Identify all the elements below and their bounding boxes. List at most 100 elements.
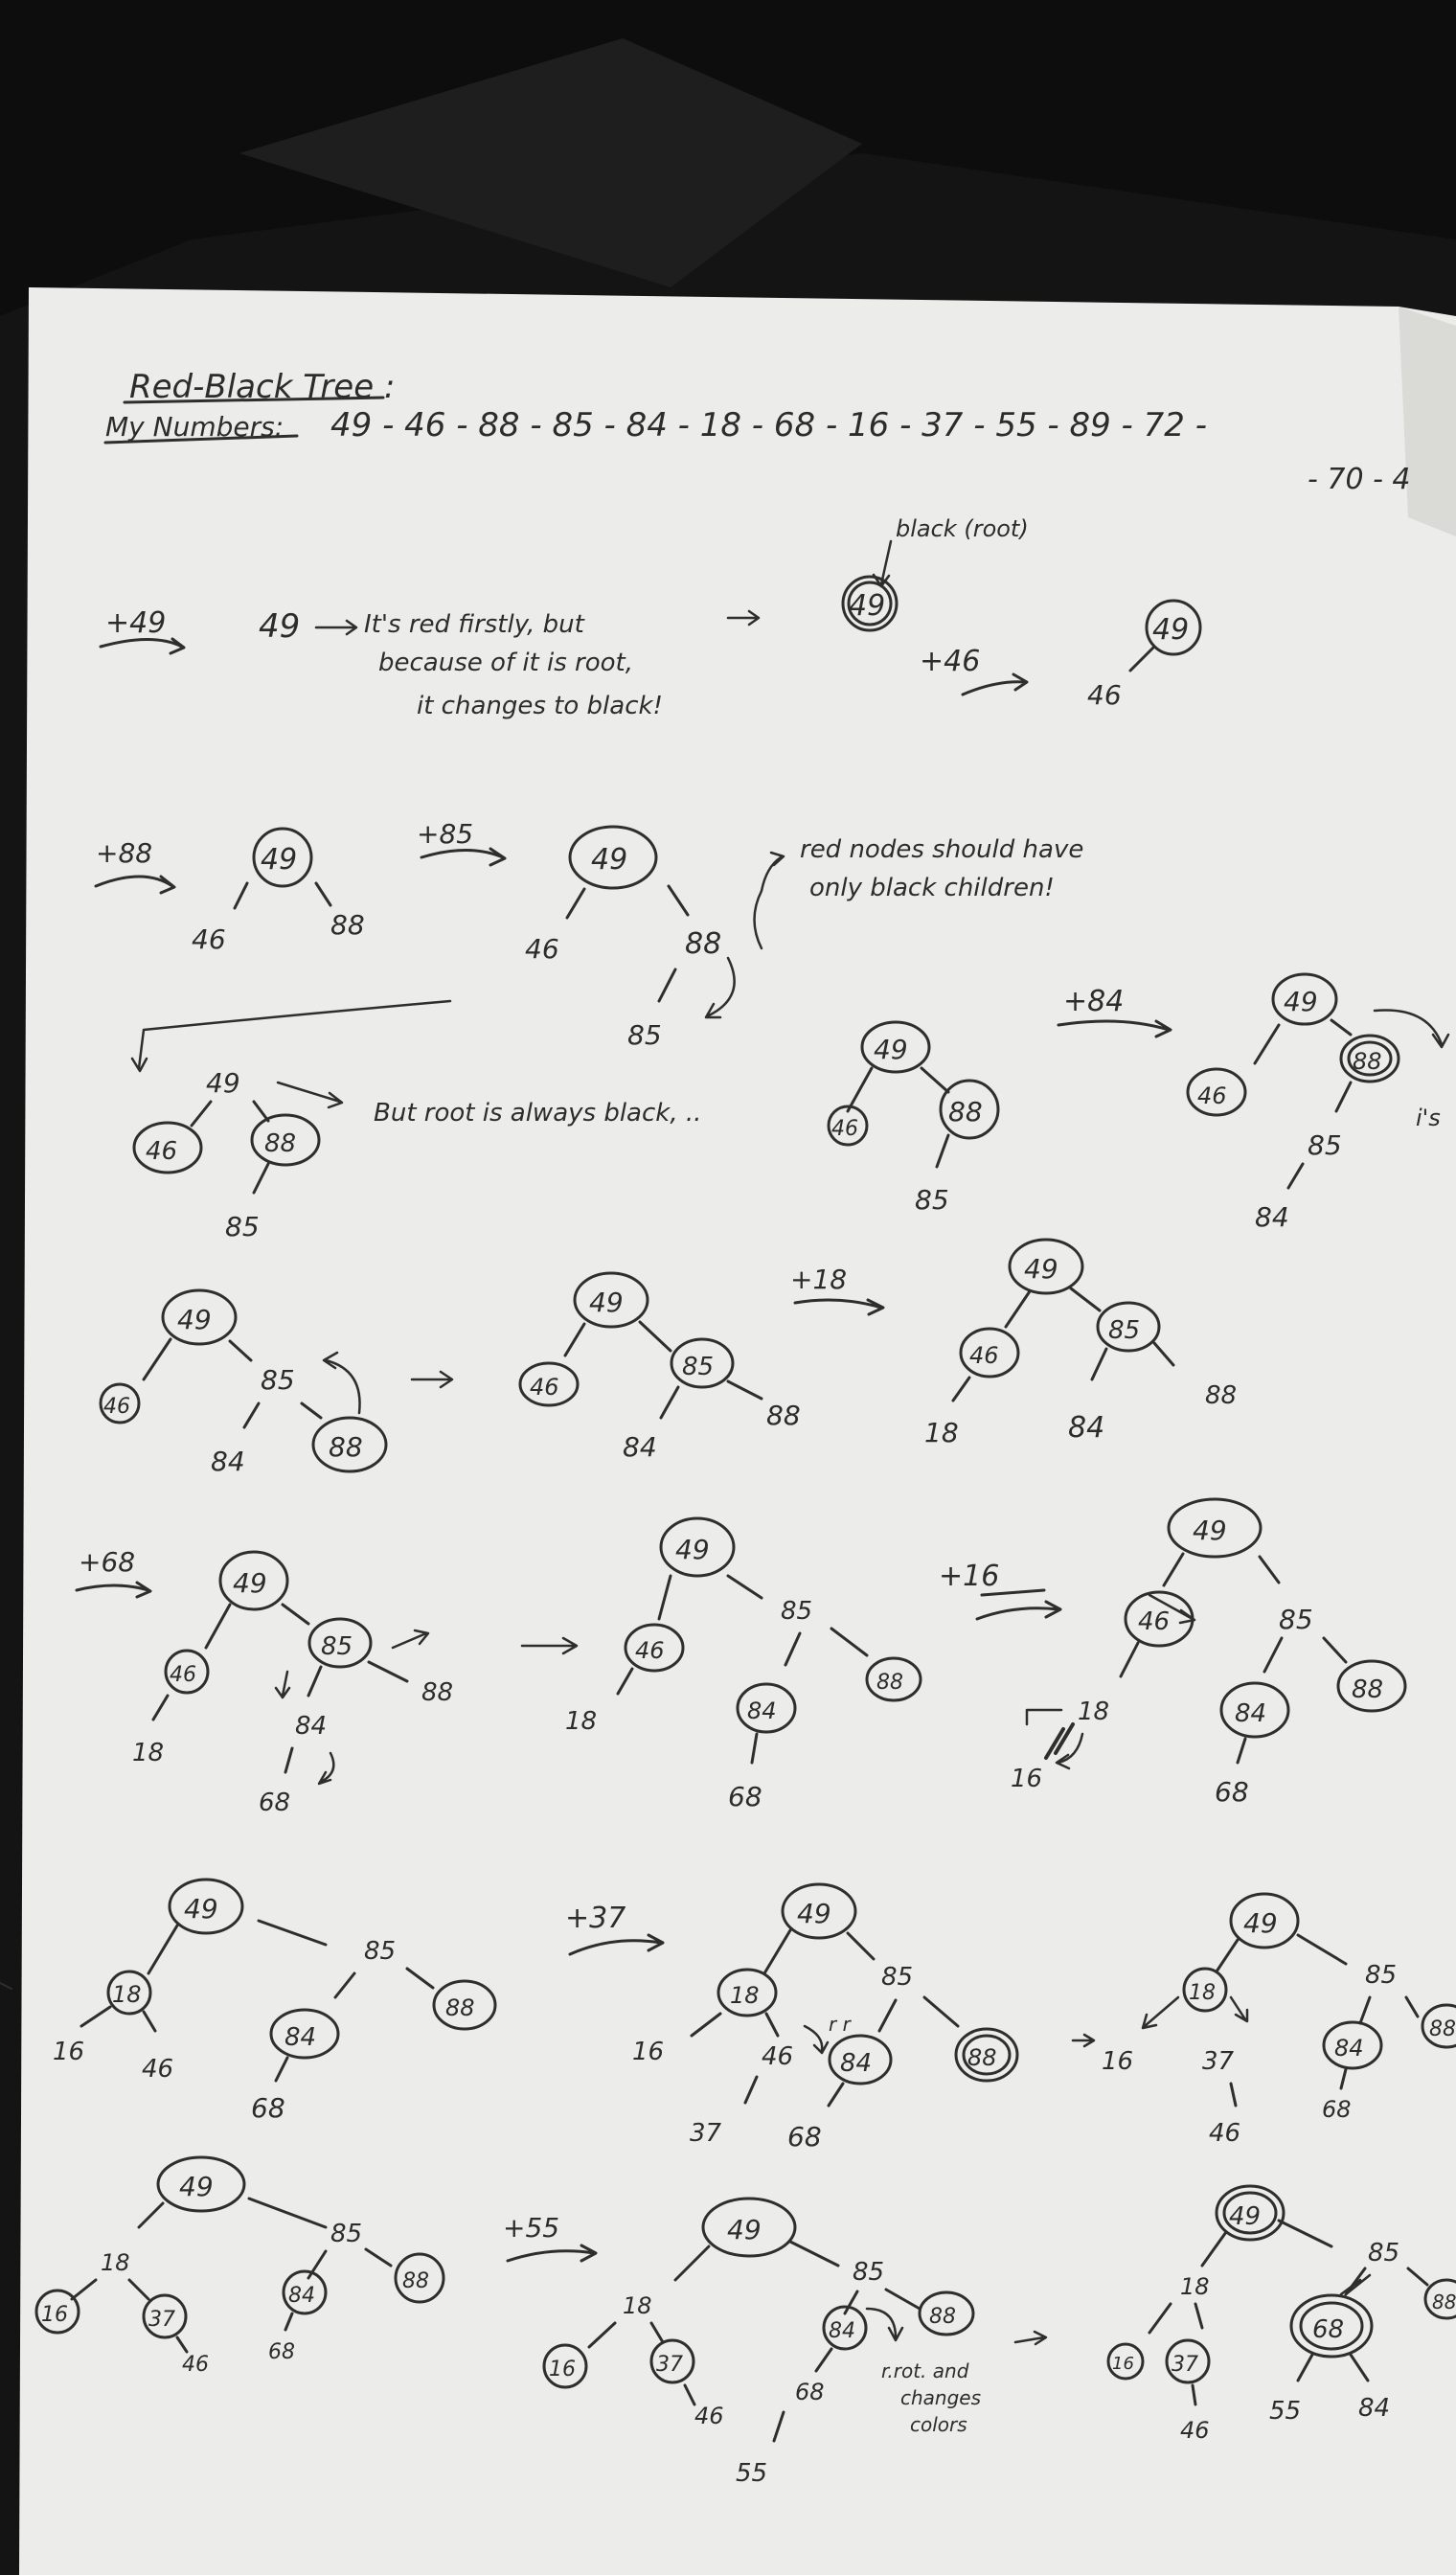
node-label: 88: [1205, 1381, 1237, 1410]
black-node: [962, 2034, 1012, 2076]
arrow: [1148, 1593, 1196, 1625]
black-node: [1421, 2003, 1456, 2049]
node-label: 55: [736, 2459, 767, 2488]
node-label: 46: [694, 2403, 724, 2429]
node-label: 46: [170, 1663, 196, 1687]
tree-edge: [750, 1732, 759, 1765]
node-label: 46: [1209, 2119, 1240, 2148]
tree-edge: [1148, 2267, 1429, 2335]
node-label: 88: [967, 2044, 997, 2071]
node-label: 46: [103, 1395, 130, 1419]
node-label: 88: [1353, 1048, 1382, 1075]
black-node: [659, 1516, 736, 1578]
node-label: 68: [728, 1781, 762, 1812]
step-underline: [980, 1588, 1046, 1597]
node-label: 16: [53, 2038, 84, 2066]
node-label: 49: [874, 1034, 908, 1065]
note-text: But root is always black, ..: [374, 1099, 701, 1128]
black-node: [828, 2034, 893, 2085]
step-tree-after-37: 49 18 85 16 37 84 88 46 68: [34, 2155, 445, 2377]
node-label: 46: [142, 2055, 173, 2084]
black-node: [865, 1656, 922, 1702]
tree-edge: [80, 1967, 435, 2033]
black-node: [106, 1970, 152, 2016]
node-label: 16: [549, 2358, 576, 2381]
arrow: [410, 1370, 454, 1389]
step-arrow: [75, 1581, 152, 1599]
black-node: [822, 2305, 868, 2351]
node-label: 84: [747, 1698, 777, 1724]
black-node: [1423, 2278, 1456, 2320]
tree-edge: [762, 1928, 876, 1975]
tree-edge: [70, 2247, 393, 2301]
step-tree-after-68: 49 46 85 18 84 88 68: [565, 1516, 922, 1812]
node-label: 46: [182, 2353, 209, 2377]
node-label: 68: [259, 1789, 290, 1817]
black-node: [1271, 972, 1338, 1026]
step-add-49: +49 49 It's red firstly, but because of …: [99, 515, 1029, 720]
node-label: 18: [924, 1417, 959, 1448]
tree-edge: [565, 884, 690, 920]
black-node: [142, 2293, 188, 2339]
node-label: 85: [364, 1937, 396, 1966]
arrow: [753, 851, 785, 950]
black-node: [649, 2338, 695, 2384]
node-label: 18: [565, 1707, 597, 1736]
step-add-46: +46 49 46: [920, 599, 1202, 711]
node-label: 49: [1243, 1907, 1278, 1939]
note-text: r r: [829, 2013, 853, 2036]
node-label: 16: [1102, 2047, 1133, 2076]
black-node: [701, 2197, 797, 2258]
black-node: [132, 1121, 203, 1174]
tree-edge: [1229, 1995, 1420, 2108]
node-label: 18: [623, 2292, 652, 2319]
black-node: [781, 1882, 857, 1940]
step-arrow: [94, 875, 176, 895]
node-label: 16: [1011, 1765, 1042, 1793]
node-label: 88: [329, 1431, 363, 1463]
tree-edge: [1119, 1636, 1348, 1678]
black-node: [432, 1979, 497, 2031]
step-label: +18: [790, 1264, 847, 1295]
node-label: 68: [1215, 1776, 1249, 1808]
tree-edge: [659, 1379, 763, 1420]
node-label: 84: [1235, 1699, 1266, 1728]
arrow: [0, 1982, 12, 1990]
step-add-84: +84 49 46 88 i's 85 84: [1057, 972, 1450, 1233]
note-text: red nodes should have: [800, 835, 1083, 864]
tree-edge: [846, 1066, 950, 1113]
arrow: [726, 609, 761, 627]
node-label: 85: [1365, 1961, 1397, 1990]
arrow: [1339, 2273, 1372, 2296]
arrow: [1141, 1995, 1180, 2030]
node-label: 46: [1180, 2417, 1210, 2444]
step-add-88: +88 49 46 88: [94, 827, 365, 955]
node-label: 85: [321, 1632, 353, 1661]
node-label: 49: [1284, 986, 1318, 1017]
tree-edge: [242, 1401, 323, 1429]
step-label: +55: [503, 2212, 559, 2244]
node-label: 85: [627, 1019, 662, 1051]
step-arrow: [793, 1298, 885, 1316]
step-arrow: [975, 1600, 1062, 1621]
black-node: [1219, 1681, 1290, 1739]
node-label: 16: [1112, 2354, 1134, 2374]
black-node: [954, 2027, 1019, 2083]
black-node: [1106, 2342, 1145, 2381]
node-label: 18: [1189, 1981, 1216, 2005]
tree-edge: [587, 2288, 921, 2349]
black-node: [307, 1617, 373, 1669]
node-label: 85: [915, 1184, 949, 1216]
step-arrow: [568, 1933, 665, 1956]
black-node: [1182, 1967, 1228, 2013]
black-node: [1145, 599, 1202, 656]
laptop-edge: [239, 38, 862, 287]
black-node: [1167, 1497, 1263, 1559]
tree-edge: [1339, 2067, 1348, 2090]
tree-edge: [233, 881, 332, 910]
node-label: 49: [675, 1534, 710, 1565]
black-node: [542, 2343, 588, 2389]
black-node: [1289, 2293, 1374, 2359]
node-label: 88: [330, 909, 365, 941]
black-node: [252, 827, 313, 888]
